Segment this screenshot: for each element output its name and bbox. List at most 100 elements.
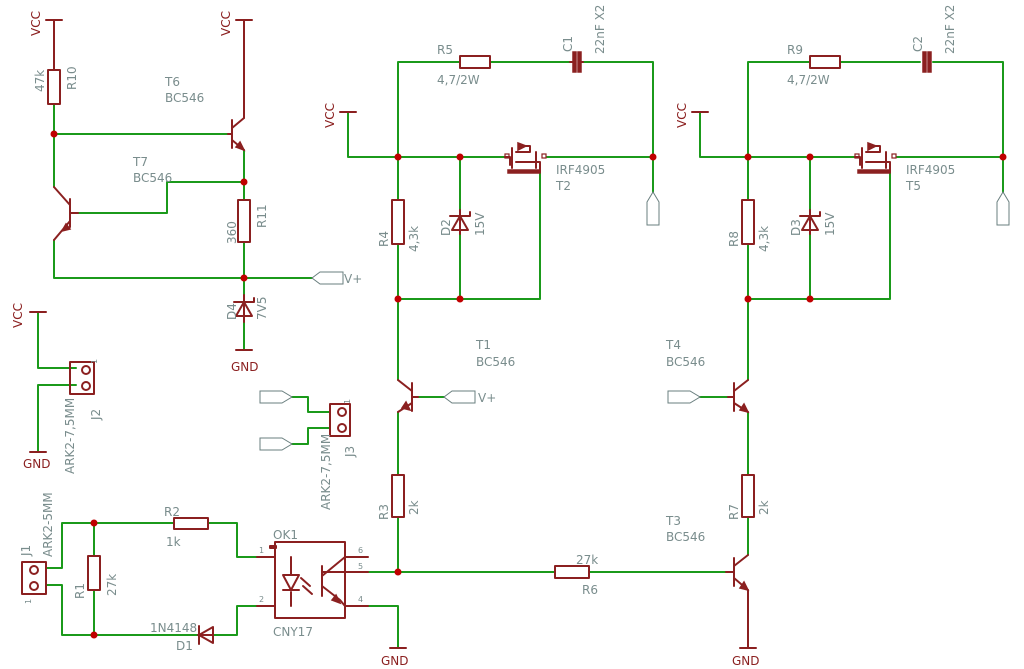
net-label-vplus-t1: V+ bbox=[443, 390, 496, 405]
svg-text:BC546: BC546 bbox=[666, 355, 705, 369]
svg-text:C1: C1 bbox=[561, 36, 575, 52]
capacitor-c1: C1 22nF X2 bbox=[561, 5, 607, 73]
svg-text:4,3k: 4,3k bbox=[757, 226, 771, 252]
svg-text:2: 2 bbox=[259, 595, 264, 604]
svg-text:D4: D4 bbox=[225, 303, 239, 320]
net-label-gate-left bbox=[646, 191, 660, 226]
svg-text:VCC: VCC bbox=[11, 303, 25, 328]
connector-j1: 1 J1 ARK2-5MM bbox=[19, 492, 55, 604]
svg-text:R4: R4 bbox=[377, 231, 391, 247]
connector-j3: 1 J3 ARK2-7,5MM bbox=[319, 399, 357, 510]
svg-text:R1: R1 bbox=[73, 583, 87, 599]
svg-text:R11: R11 bbox=[255, 204, 269, 228]
svg-text:ARK2-7,5MM: ARK2-7,5MM bbox=[63, 398, 77, 474]
svg-text:BC546: BC546 bbox=[133, 171, 172, 185]
svg-text:D1: D1 bbox=[176, 639, 193, 653]
junctions bbox=[50, 130, 1007, 639]
svg-text:7V5: 7V5 bbox=[255, 297, 269, 320]
svg-text:T6: T6 bbox=[164, 75, 180, 89]
transistor-t4: T4 BC546 bbox=[665, 338, 750, 414]
svg-text:47k: 47k bbox=[33, 70, 47, 92]
svg-text:1k: 1k bbox=[166, 535, 181, 549]
svg-text:CNY17: CNY17 bbox=[273, 625, 313, 639]
svg-text:22nF X2: 22nF X2 bbox=[943, 5, 957, 54]
svg-text:4,3k: 4,3k bbox=[407, 226, 421, 252]
svg-text:D2: D2 bbox=[439, 219, 453, 236]
svg-text:VCC: VCC bbox=[323, 103, 337, 128]
svg-text:5: 5 bbox=[358, 562, 363, 571]
svg-text:R7: R7 bbox=[727, 504, 741, 520]
svg-text:22nF X2: 22nF X2 bbox=[593, 5, 607, 54]
vcc-j2: VCC bbox=[11, 303, 47, 328]
svg-text:VCC: VCC bbox=[675, 103, 689, 128]
zener-d3: D3 15V bbox=[789, 209, 837, 236]
svg-text:R10: R10 bbox=[65, 66, 79, 90]
gnd-ok1: GND bbox=[381, 647, 409, 668]
vcc-right: VCC bbox=[675, 103, 709, 128]
transistor-t7: T7 BC546 bbox=[53, 155, 172, 241]
svg-text:GND: GND bbox=[231, 360, 259, 374]
wires bbox=[37, 61, 1004, 649]
svg-text:BC546: BC546 bbox=[666, 530, 705, 544]
svg-text:15V: 15V bbox=[473, 212, 487, 236]
transistor-t3: T3 BC546 bbox=[665, 514, 750, 592]
svg-text:OK1: OK1 bbox=[273, 528, 298, 542]
svg-text:T4: T4 bbox=[665, 338, 681, 352]
svg-text:6: 6 bbox=[358, 546, 363, 555]
mosfet-t5: IRF4905 T5 bbox=[854, 141, 955, 193]
svg-text:T3: T3 bbox=[665, 514, 681, 528]
gnd-t3: GND bbox=[732, 589, 760, 668]
mosfet-t2: IRF4905 T2 bbox=[504, 141, 605, 193]
svg-text:T7: T7 bbox=[132, 155, 148, 169]
svg-text:GND: GND bbox=[23, 457, 51, 471]
svg-text:1: 1 bbox=[343, 399, 352, 404]
svg-text:T5: T5 bbox=[905, 179, 921, 193]
gnd-d4: GND bbox=[231, 349, 259, 374]
svg-text:T1: T1 bbox=[475, 338, 491, 352]
net-label-vplus-out: V+ bbox=[311, 271, 362, 286]
resistor-r2: R2 1k bbox=[164, 505, 209, 549]
resistor-r6: 27k R6 bbox=[554, 553, 598, 597]
resistor-r9: R9 4,7/2W bbox=[787, 43, 841, 87]
vcc-left: VCC bbox=[323, 103, 357, 128]
svg-text:1: 1 bbox=[24, 599, 33, 604]
svg-text:R8: R8 bbox=[727, 231, 741, 247]
svg-text:GND: GND bbox=[381, 654, 409, 668]
svg-text:ARK2-7,5MM: ARK2-7,5MM bbox=[319, 434, 333, 510]
resistor-r3: R3 2k bbox=[377, 474, 421, 520]
capacitor-c2: C2 22nF X2 bbox=[911, 5, 957, 73]
vcc-t6: VCC bbox=[219, 11, 253, 119]
svg-text:J1: J1 bbox=[19, 545, 33, 557]
svg-text:4,7/2W: 4,7/2W bbox=[787, 73, 830, 87]
net-label-gate-right bbox=[996, 191, 1010, 226]
connector-j2: 1 J2 ARK2-7,5MM bbox=[63, 359, 103, 474]
svg-text:R6: R6 bbox=[582, 583, 598, 597]
svg-text:V+: V+ bbox=[344, 272, 362, 286]
svg-text:27k: 27k bbox=[105, 574, 119, 596]
svg-text:4: 4 bbox=[358, 595, 363, 604]
svg-text:1: 1 bbox=[90, 359, 99, 364]
svg-text:R3: R3 bbox=[377, 504, 391, 520]
net-label-t4-base bbox=[667, 390, 701, 404]
svg-text:ARK2-5MM: ARK2-5MM bbox=[41, 492, 55, 557]
svg-text:T2: T2 bbox=[555, 179, 571, 193]
svg-text:IRF4905: IRF4905 bbox=[906, 163, 955, 177]
zener-d2: D2 15V bbox=[439, 209, 487, 236]
svg-text:VCC: VCC bbox=[219, 11, 233, 36]
svg-text:R2: R2 bbox=[164, 505, 180, 519]
svg-text:2k: 2k bbox=[757, 500, 771, 515]
svg-text:D3: D3 bbox=[789, 219, 803, 236]
svg-text:J3: J3 bbox=[343, 446, 357, 458]
svg-text:C2: C2 bbox=[911, 36, 925, 52]
svg-text:1N4148: 1N4148 bbox=[150, 621, 197, 635]
svg-text:IRF4905: IRF4905 bbox=[556, 163, 605, 177]
zener-d4: D4 7V5 bbox=[225, 294, 269, 323]
transistor-t1: T1 BC546 bbox=[397, 338, 515, 413]
svg-text:2k: 2k bbox=[407, 500, 421, 515]
svg-text:V+: V+ bbox=[478, 391, 496, 405]
svg-text:J2: J2 bbox=[89, 409, 103, 421]
resistor-r8: R8 4,3k bbox=[727, 199, 771, 252]
svg-text:15V: 15V bbox=[823, 212, 837, 236]
svg-text:BC546: BC546 bbox=[165, 91, 204, 105]
svg-text:VCC: VCC bbox=[29, 11, 43, 36]
